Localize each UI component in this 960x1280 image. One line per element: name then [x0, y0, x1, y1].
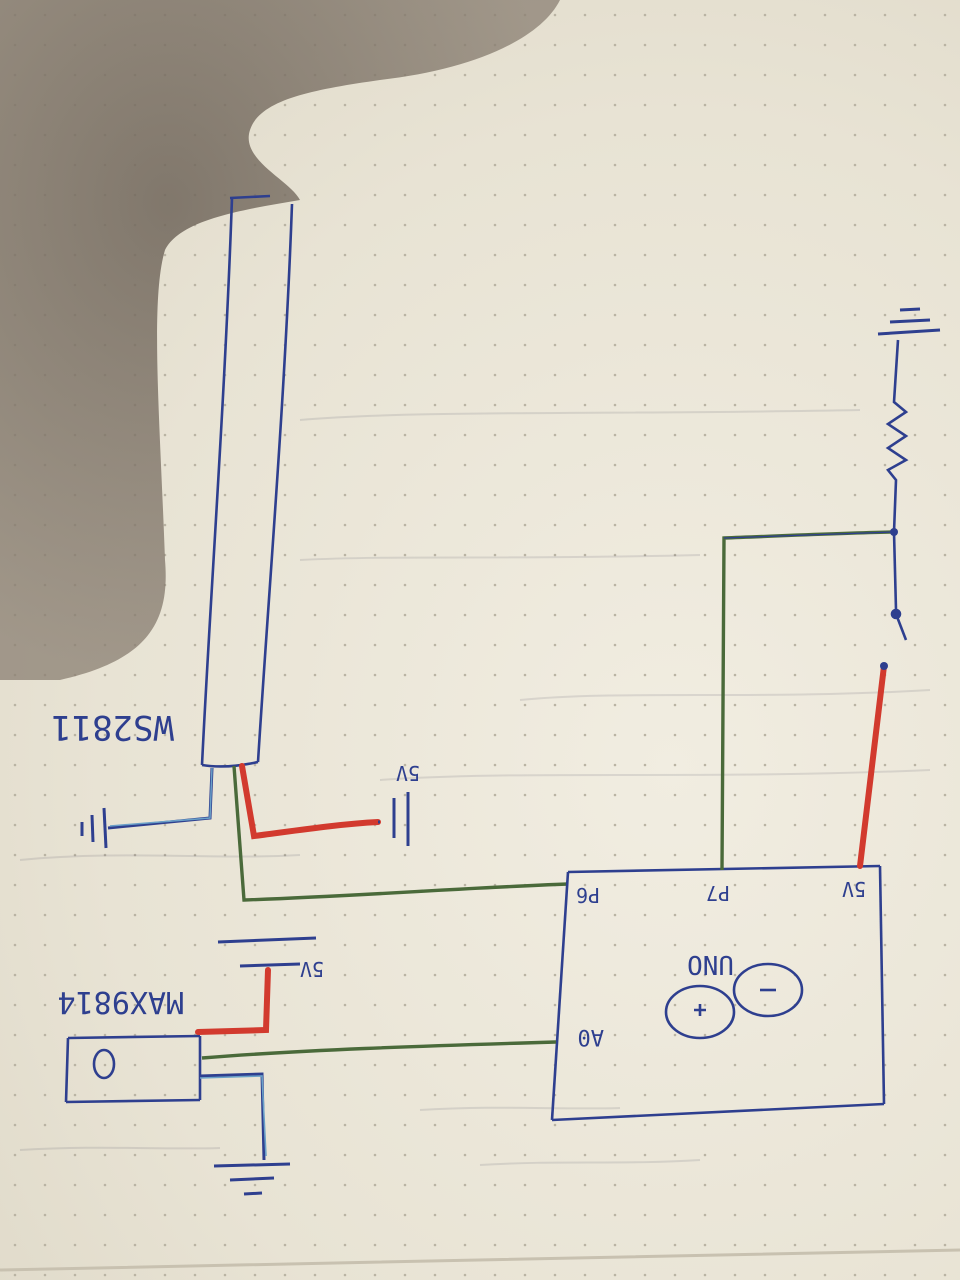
switch-5v-wire [857, 663, 887, 869]
supply-5v-top-icon [392, 792, 410, 846]
pin-a0-label: A0 [578, 1024, 605, 1049]
supply-label-bottom: 5V [300, 957, 324, 981]
strip-ground-wire [107, 767, 214, 830]
strip-label: WS2811 [51, 707, 174, 747]
ground-icon [80, 807, 108, 849]
led-strip [200, 194, 294, 768]
ground-icon-mic [213, 1162, 291, 1196]
hand-shadow [0, 0, 560, 680]
max9814-box [64, 1034, 202, 1104]
ic-label: MAX9814 [58, 984, 184, 1019]
ground-icon-resistor [877, 307, 941, 336]
pin-p7-label: P7 [706, 881, 730, 905]
arduino-label: UNO [687, 949, 734, 979]
arduino-logo-icon [664, 962, 804, 1040]
resistor-icon [885, 339, 909, 533]
pin-p6-label: P6 [576, 883, 600, 907]
pin-5v-label: 5V [842, 877, 866, 901]
supply-label-top: 5V [396, 761, 420, 785]
mic-5v-wire [195, 967, 271, 1035]
mic-output-wire [201, 1040, 557, 1060]
bleed-through [19, 409, 931, 1166]
strip-5v-wire [239, 763, 381, 840]
p7-wire-outline [723, 531, 895, 539]
arduino-uno-box [550, 864, 886, 1122]
supply-5v-bottom-icon [217, 936, 317, 968]
switch-icon [890, 531, 908, 641]
microphone-icon [92, 1048, 116, 1080]
page-edge [0, 1248, 960, 1272]
strip-data-wire [232, 765, 569, 902]
switch-terminal-lower [880, 662, 888, 670]
mic-ground-wire [199, 1072, 267, 1161]
